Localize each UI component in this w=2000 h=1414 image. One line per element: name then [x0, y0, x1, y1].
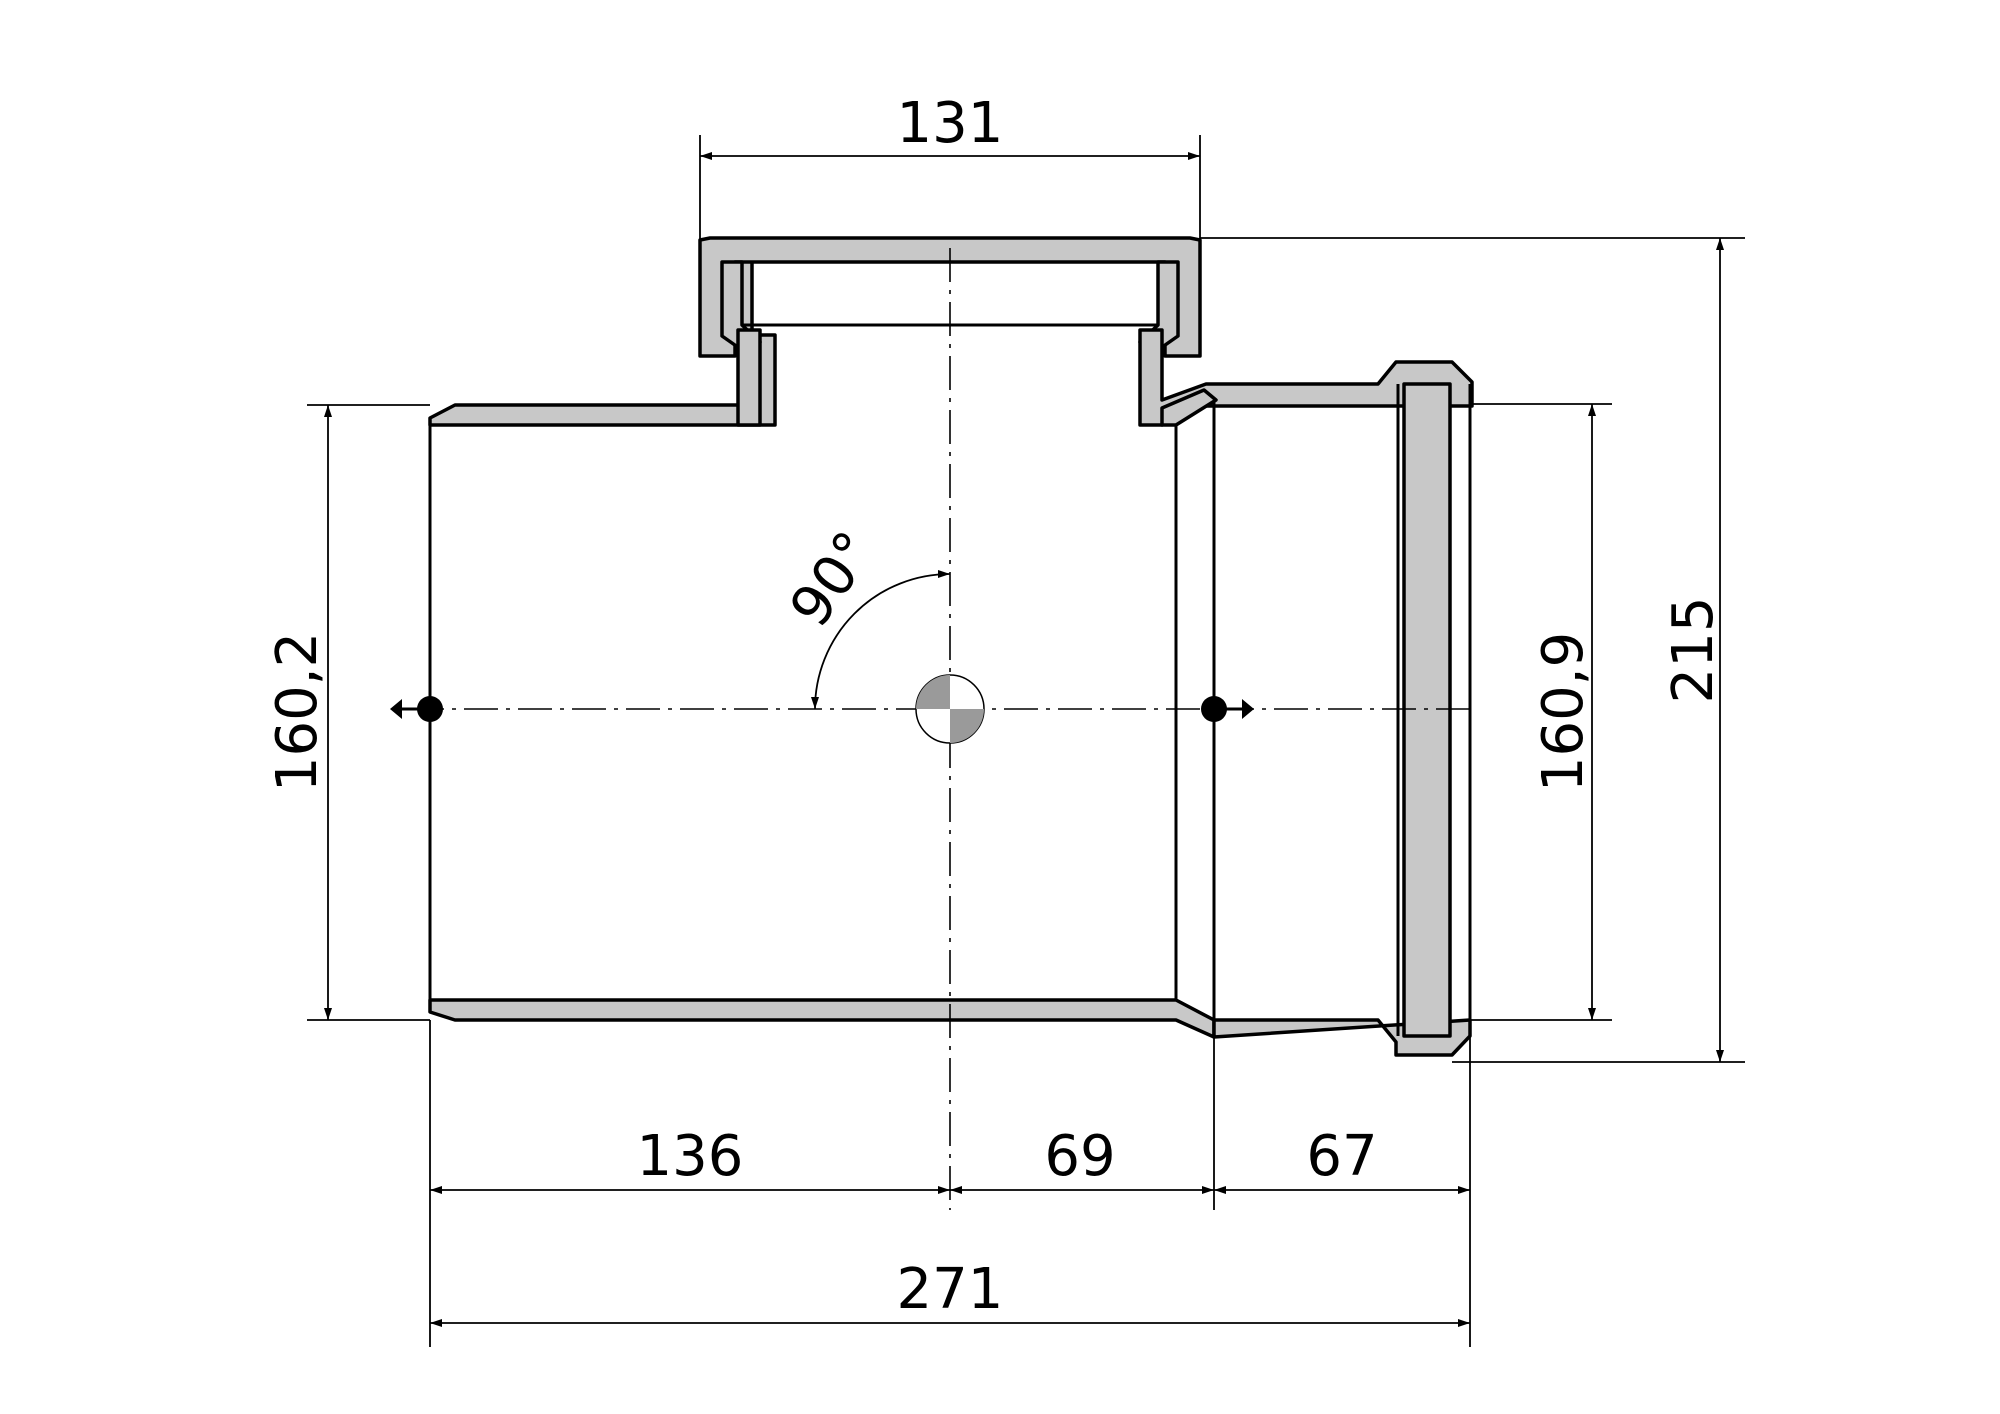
flow-marker-left-icon	[390, 696, 443, 722]
branch-wall-left	[736, 328, 762, 427]
label-total-height: 215	[1661, 597, 1726, 704]
socket-seal	[1402, 382, 1452, 1038]
dim-top-width	[699, 135, 1201, 240]
label-angle: 90°	[778, 520, 888, 639]
tee-body	[428, 236, 1474, 1057]
top-wall-right	[1160, 388, 1218, 427]
angle-arc	[811, 570, 951, 710]
label-seg-mid: 69	[1044, 1124, 1115, 1189]
bottom-wall	[428, 998, 1216, 1039]
label-right-diameter: 160,9	[1531, 632, 1596, 792]
label-top-width: 131	[897, 91, 1004, 156]
center-mark-icon	[915, 674, 985, 744]
dim-left-diameter	[307, 404, 430, 1021]
label-seg-right: 67	[1306, 1124, 1377, 1189]
dim-segments	[429, 1020, 1471, 1347]
flow-marker-right-icon	[1201, 696, 1254, 722]
dim-right-diameter	[1470, 403, 1612, 1021]
label-total-length: 271	[897, 1257, 1004, 1322]
label-left-diameter: 160,2	[265, 632, 330, 792]
dim-total-height	[1200, 237, 1745, 1063]
label-seg-left: 136	[637, 1124, 744, 1189]
